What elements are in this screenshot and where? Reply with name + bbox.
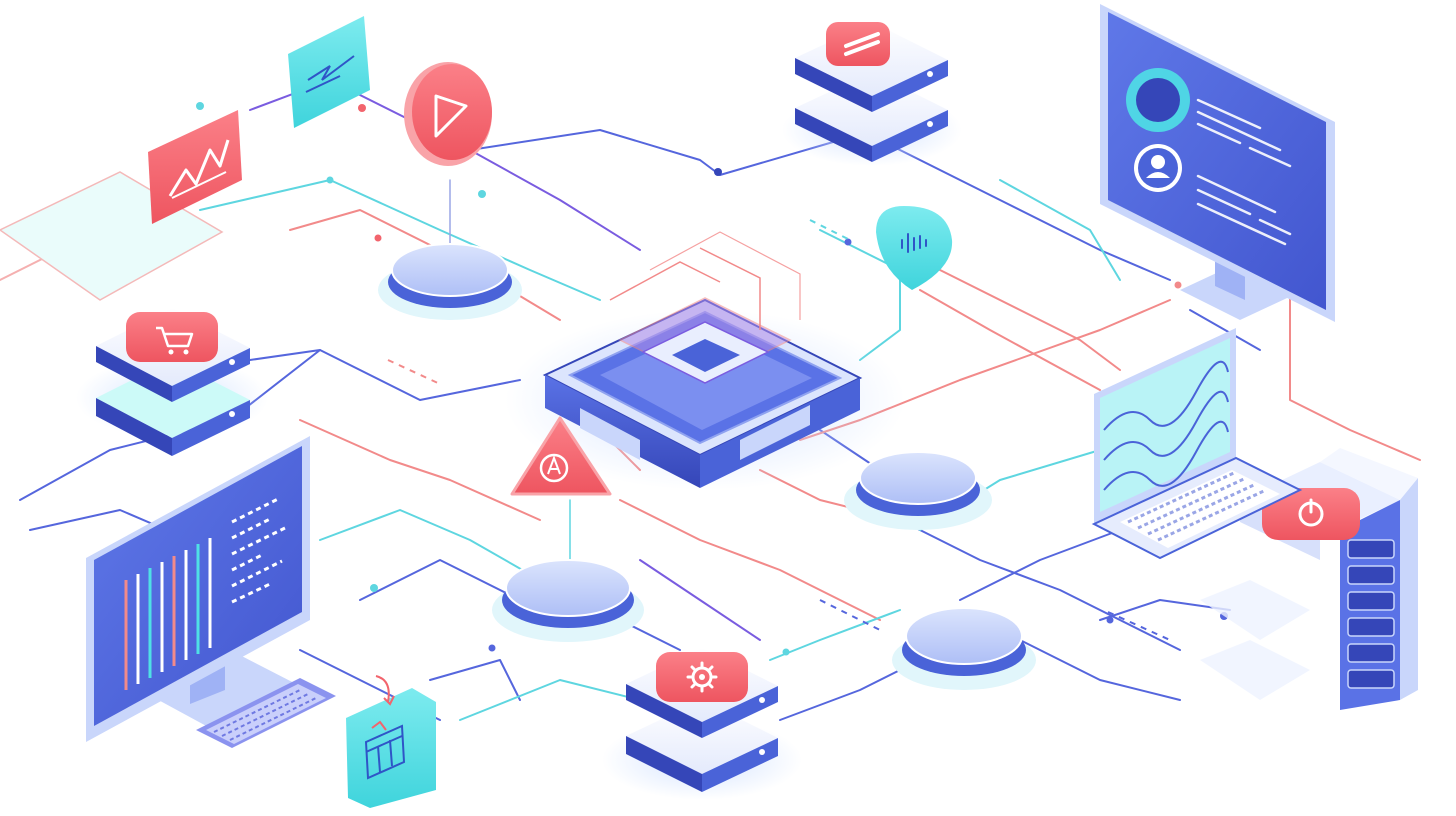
power-icon	[1262, 488, 1360, 540]
central-processor-hub[interactable]	[505, 231, 905, 490]
graph-icon	[305, 55, 355, 93]
line-junction-dots	[196, 102, 1228, 656]
gear-icon	[656, 652, 748, 702]
server-stack-top[interactable]	[782, 22, 962, 166]
decorative-dashes	[387, 219, 1171, 641]
desktop-monitor-bottom-left[interactable]	[86, 436, 310, 742]
line-chart-icon	[168, 139, 230, 199]
keyboard	[196, 678, 336, 748]
calendar-icon	[364, 720, 406, 780]
server-stack-left[interactable]	[76, 308, 268, 456]
audio-wave-icon	[901, 233, 927, 253]
user-profile-icon	[1126, 68, 1190, 192]
line-chart-tile[interactable]	[148, 110, 242, 224]
code-listing-icon	[124, 496, 286, 690]
desktop-monitor-top-right[interactable]	[1100, 4, 1335, 322]
disc-node-lower-center[interactable]	[492, 559, 644, 642]
laptop-right[interactable]	[1091, 328, 1303, 560]
text-lines-icon	[1196, 98, 1292, 246]
play-icon	[434, 94, 468, 138]
disc-node-upper-left[interactable]	[378, 243, 522, 320]
disc-node-lower-right[interactable]	[892, 607, 1036, 690]
warning-icon	[539, 453, 569, 483]
warning-triangle[interactable]	[510, 416, 612, 496]
disc-node-mid-right[interactable]	[844, 451, 992, 530]
audio-bubble[interactable]	[876, 206, 953, 290]
server-tower-right[interactable]	[1200, 448, 1418, 710]
wave-chart-icon	[1103, 360, 1229, 491]
play-badge[interactable]	[404, 62, 492, 166]
chip-icon	[609, 231, 801, 384]
menu-icon	[826, 22, 890, 66]
calendar-tile[interactable]	[346, 675, 436, 808]
server-stack-bottom[interactable]	[602, 648, 802, 800]
graph-tile[interactable]	[288, 16, 370, 128]
cart-icon	[126, 312, 218, 362]
server-drive-bays	[1347, 539, 1395, 689]
